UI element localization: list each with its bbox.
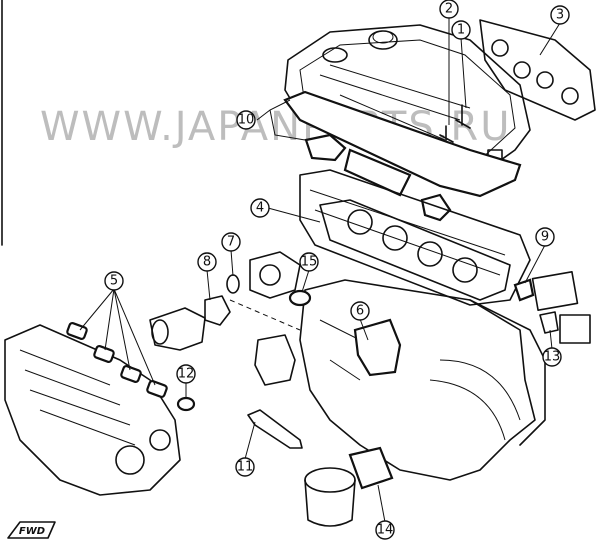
assembly-dash-line [229, 299, 301, 331]
head-cover-gasket [283, 90, 522, 222]
callout-7-label: 7 [227, 235, 235, 250]
cylinder-head [299, 169, 531, 306]
callout-10-label: 10 [238, 113, 255, 128]
callout-6: 6 [350, 301, 370, 321]
callout-2: 2 [439, 0, 459, 19]
callout-8-circle [197, 252, 217, 272]
callout-14-label: 14 [377, 523, 394, 538]
callout-9-circle [535, 227, 555, 247]
callout-3-circle [550, 5, 570, 25]
callout-3: 3 [550, 5, 570, 25]
callout-7: 7 [221, 232, 241, 252]
callout-12-label: 12 [178, 367, 195, 382]
callout-5: 5 [104, 271, 124, 291]
callout-15-label: 15 [301, 255, 318, 270]
leader-lines [79, 17, 561, 523]
callout-8: 8 [197, 252, 217, 272]
fwd-logo-text: FWD [19, 526, 45, 537]
callout-11-label: 11 [237, 460, 254, 475]
callout-13-circle [542, 347, 562, 367]
water-outlet [149, 307, 206, 351]
oil-filter-gasket [348, 446, 394, 490]
oil-jet [247, 409, 303, 449]
cylinder-head-gasket [319, 199, 511, 301]
callout-12-circle [176, 364, 196, 384]
gasket-9 [513, 278, 535, 302]
callout-1-label: 1 [457, 23, 465, 38]
callout-15-circle [299, 252, 319, 272]
callout-6-circle [350, 301, 370, 321]
callout-5-label: 5 [110, 274, 118, 289]
callout-10: 10 [236, 110, 256, 130]
o-ring-15 [288, 289, 312, 307]
thermostat-gasket [204, 295, 231, 326]
callout-1-circle [451, 20, 471, 40]
callout-14: 14 [375, 520, 395, 540]
o-ring-12 [176, 396, 196, 412]
callout-10-circle [236, 110, 256, 130]
callout-9: 9 [535, 227, 555, 247]
egr-valve-assembly [531, 270, 591, 344]
callout-15: 15 [299, 252, 319, 272]
oil-pump [254, 334, 296, 386]
callout-11: 11 [235, 457, 255, 477]
callout-3-label: 3 [556, 8, 564, 23]
fwd-arrow-logo: FWD [7, 521, 56, 539]
intake-manifold [4, 324, 181, 496]
oil-filter-body [304, 467, 356, 527]
water-pump-gasket [353, 318, 402, 377]
callout-4-label: 4 [256, 201, 264, 216]
callout-9-label: 9 [541, 230, 549, 245]
callout-13-label: 13 [544, 350, 561, 365]
callout-2-label: 2 [445, 2, 453, 17]
callout-13: 13 [542, 347, 562, 367]
callout-4: 4 [250, 198, 270, 218]
callout-4-circle [250, 198, 270, 218]
intake-gaskets [66, 322, 168, 398]
callout-11-circle [235, 457, 255, 477]
callout-2-circle [439, 0, 459, 19]
callout-8-label: 8 [203, 255, 211, 270]
callout-1: 1 [451, 20, 471, 40]
callout-12: 12 [176, 364, 196, 384]
callout-5-circle [104, 271, 124, 291]
callout-6-label: 6 [356, 304, 364, 319]
engine-block [299, 279, 546, 481]
gasket-13 [539, 311, 559, 334]
thermostat [226, 274, 240, 294]
exhaust-manifold-gasket [479, 19, 596, 121]
callout-14-circle [375, 520, 395, 540]
callout-7-circle [221, 232, 241, 252]
thermostat-housing [249, 251, 301, 299]
